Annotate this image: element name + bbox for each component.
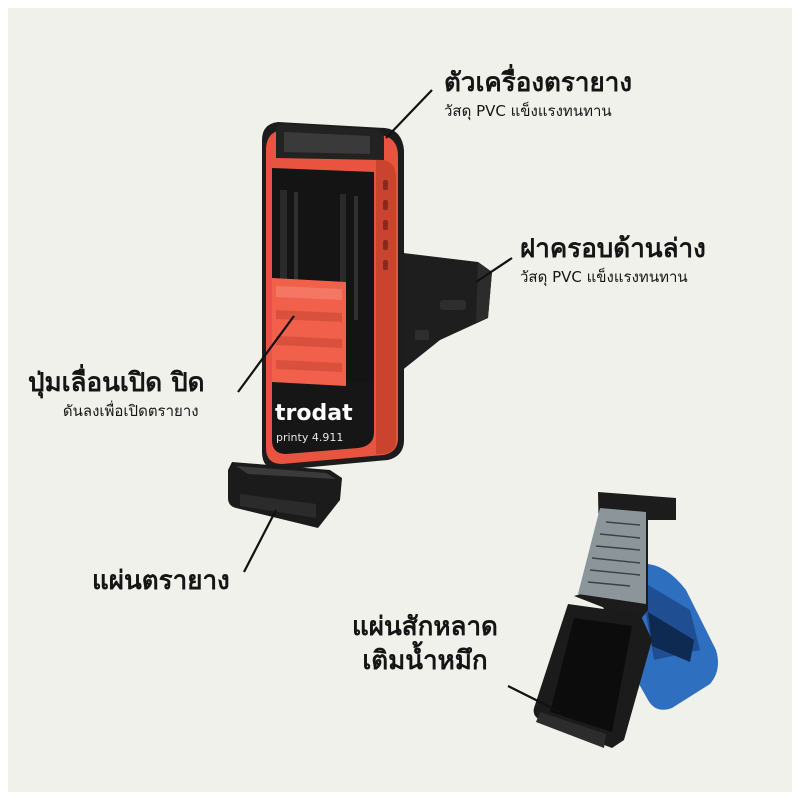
label-stamp-plate: แผ่นตรายาง bbox=[92, 564, 230, 598]
label-ink-pad: แผ่นสักหลาด เติมน้ำหมึก bbox=[352, 610, 498, 678]
leader-inkpad bbox=[507, 685, 561, 713]
brand-logo: trodat bbox=[275, 401, 353, 426]
label-body-title: ตัวเครื่องตรายาง bbox=[444, 68, 633, 98]
stamp-plate-drawer bbox=[228, 462, 342, 528]
label-cover-subtitle: วัสดุ PVC แข็งแรงทนทาน bbox=[520, 268, 688, 286]
label-bottom-cover: ฝาครอบด้านล่าง วัสดุ PVC แข็งแรงทนทาน bbox=[520, 232, 706, 288]
leader-lines bbox=[237, 89, 561, 713]
ink-pad-assembly bbox=[533, 492, 718, 748]
leader-cover bbox=[475, 257, 513, 283]
label-body: ตัวเครื่องตรายาง วัสดุ PVC แข็งแรงทนทาน bbox=[444, 66, 632, 122]
slide-button bbox=[272, 278, 346, 386]
bottom-cover bbox=[395, 252, 492, 372]
label-button-subtitle: ดันลงเพื่อเปิดตรายาง bbox=[62, 402, 199, 420]
leader-button bbox=[237, 315, 295, 393]
leader-body bbox=[385, 89, 433, 139]
label-inkpad-line2: เติมน้ำหมึก bbox=[362, 646, 488, 676]
label-cover-title: ฝาครอบด้านล่าง bbox=[520, 234, 706, 264]
model-text: printy 4.911 bbox=[276, 431, 343, 444]
label-inkpad-line1: แผ่นสักหลาด bbox=[352, 612, 498, 642]
leader-plate bbox=[243, 509, 277, 573]
label-button-title: ปุ่มเลื่อนเปิด ปิด bbox=[28, 368, 205, 398]
label-plate-title: แผ่นตรายาง bbox=[92, 566, 230, 596]
label-slide-button: ปุ่มเลื่อนเปิด ปิด ดันลงเพื่อเปิดตรายาง bbox=[28, 366, 205, 422]
label-body-subtitle: วัสดุ PVC แข็งแรงทนทาน bbox=[444, 102, 612, 120]
